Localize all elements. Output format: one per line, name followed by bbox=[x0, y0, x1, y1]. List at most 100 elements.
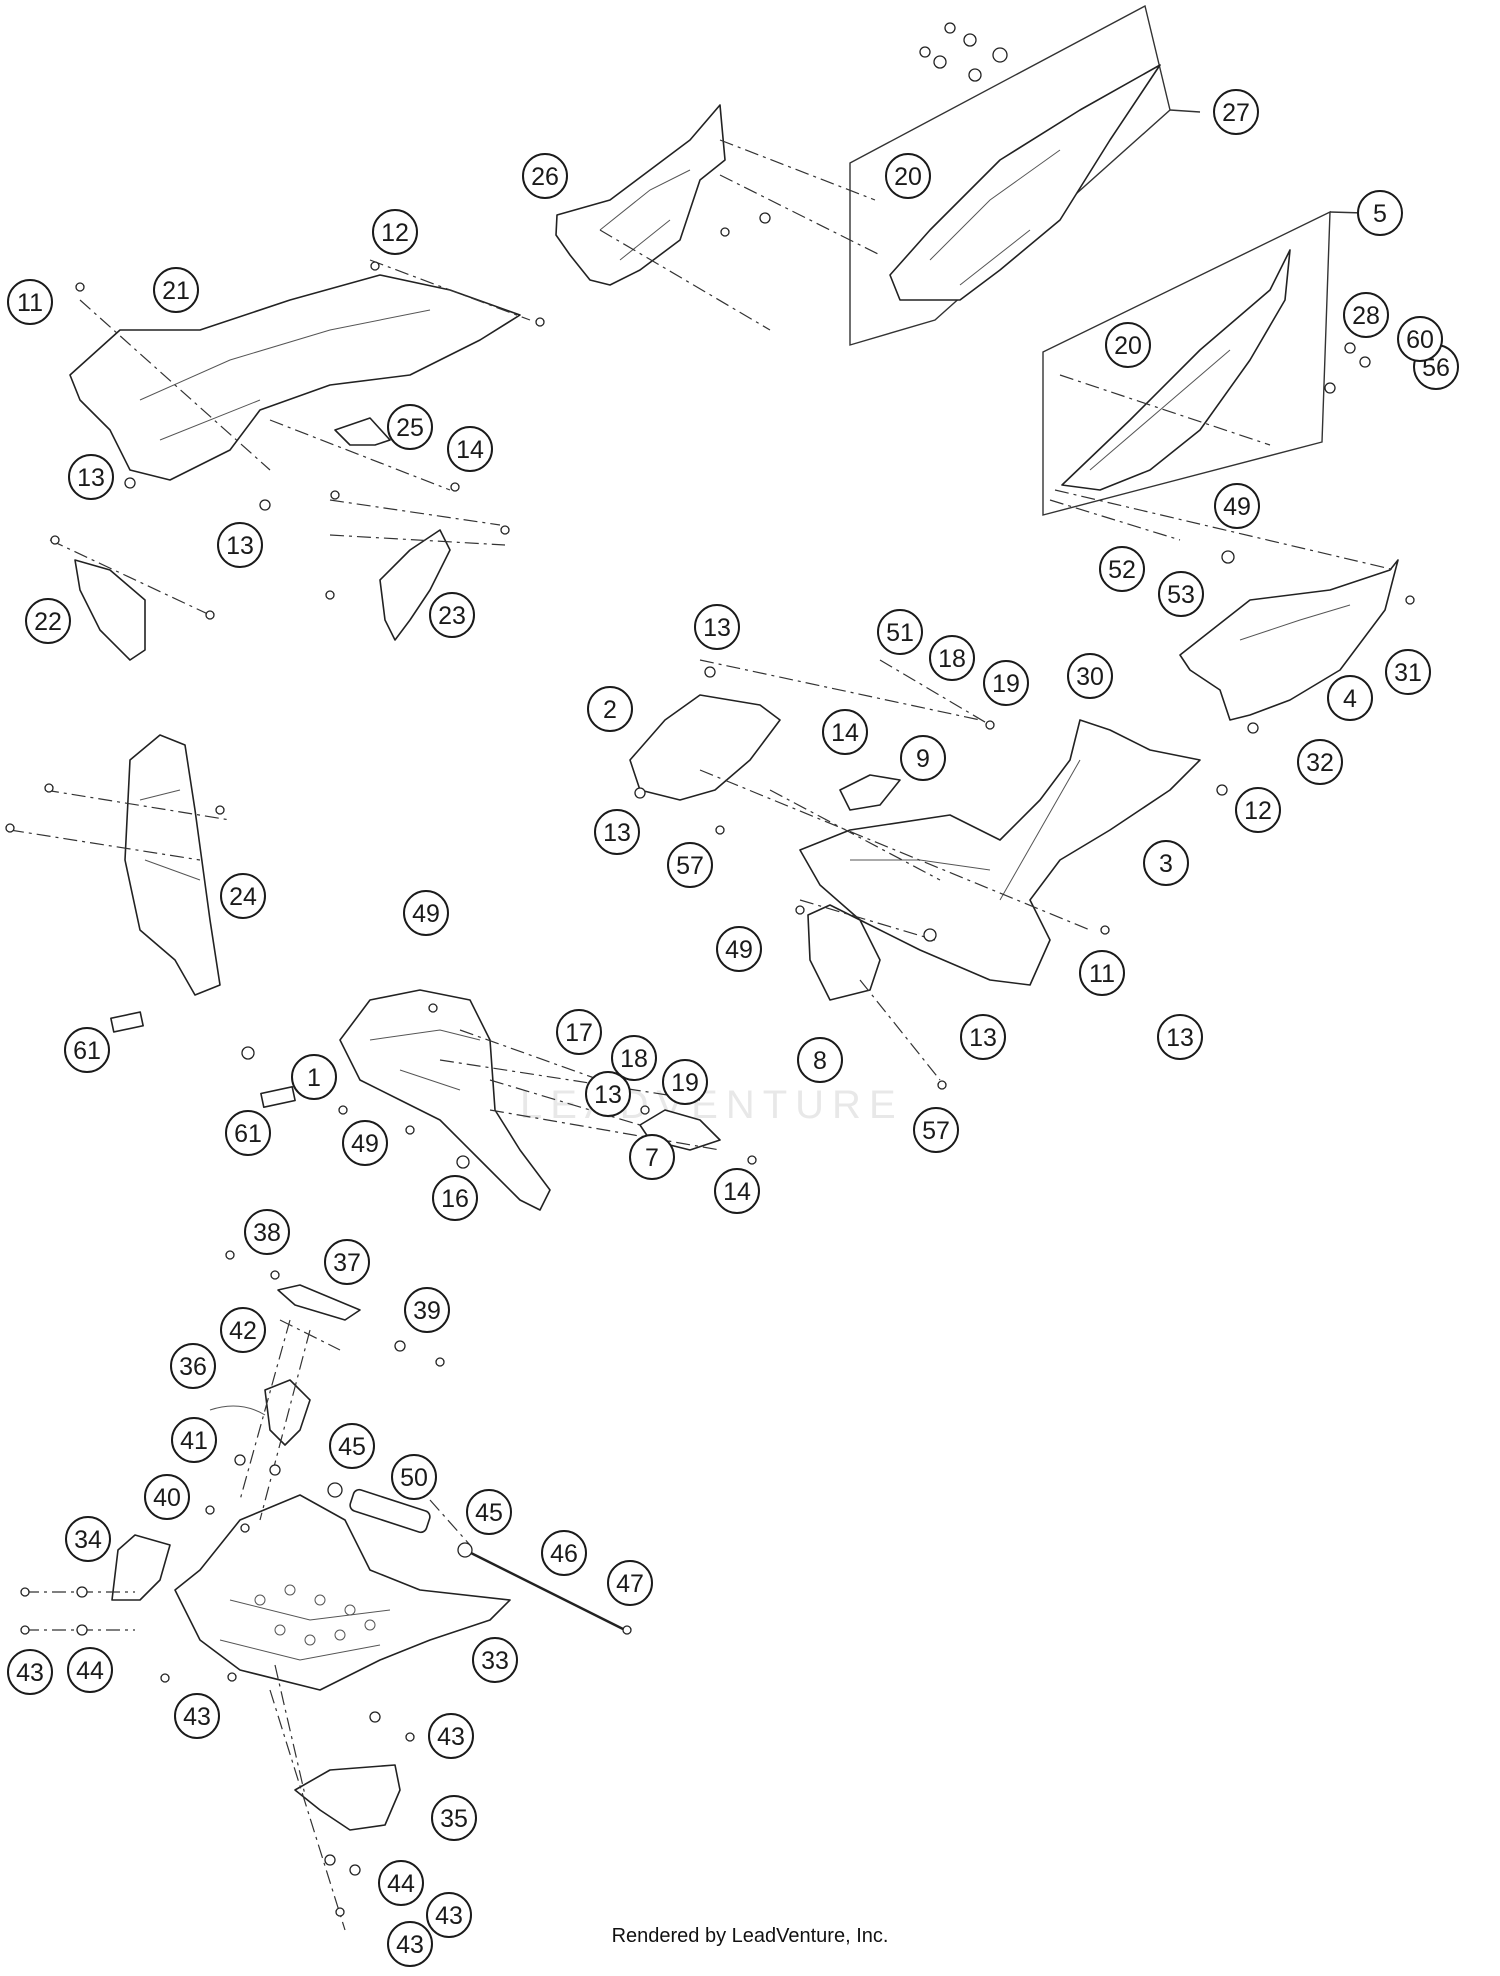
callout-label: 11 bbox=[1089, 960, 1115, 988]
part-35-shape bbox=[294, 1764, 401, 1831]
callout-label: 24 bbox=[229, 883, 257, 911]
callout-circle bbox=[1213, 89, 1259, 135]
callout-label: 12 bbox=[1244, 797, 1272, 825]
callout-circle bbox=[324, 1239, 370, 1285]
callout-label: 9 bbox=[916, 745, 930, 773]
callout-label: 61 bbox=[234, 1120, 262, 1148]
callout-label: 4 bbox=[1343, 685, 1357, 713]
callout-label: 36 bbox=[179, 1353, 207, 1381]
callout-circle bbox=[466, 1489, 512, 1535]
callout-30: 30 bbox=[1067, 653, 1113, 699]
callout-circle bbox=[144, 1474, 190, 1520]
callout-61: 61 bbox=[225, 1110, 271, 1156]
part-1-shape bbox=[339, 989, 551, 1211]
callout-41: 41 bbox=[171, 1417, 217, 1463]
callout-circle bbox=[667, 842, 713, 888]
callout-label: 39 bbox=[413, 1297, 441, 1325]
callout-circle bbox=[960, 1014, 1006, 1060]
callout-44: 44 bbox=[378, 1860, 424, 1906]
callout-label: 34 bbox=[74, 1526, 102, 1554]
callout-label: 14 bbox=[456, 436, 484, 464]
callout-circle bbox=[217, 522, 263, 568]
callout-43: 43 bbox=[174, 1693, 220, 1739]
callout-circle bbox=[472, 1637, 518, 1683]
callout-40: 40 bbox=[144, 1474, 190, 1520]
callout-49: 49 bbox=[1214, 483, 1260, 529]
callout-24: 24 bbox=[220, 873, 266, 919]
callout-circle bbox=[522, 153, 568, 199]
callout-circle bbox=[1079, 950, 1125, 996]
callout-label: 32 bbox=[1306, 749, 1334, 777]
callout-circle bbox=[587, 686, 633, 732]
callout-label: 43 bbox=[435, 1902, 463, 1930]
callout-circle bbox=[594, 809, 640, 855]
callout-circle bbox=[329, 1423, 375, 1469]
callout-circle bbox=[428, 1713, 474, 1759]
callout-label: 23 bbox=[438, 602, 466, 630]
callout-circle bbox=[225, 1110, 271, 1156]
callout-2: 2 bbox=[587, 686, 633, 732]
callout-label: 13 bbox=[594, 1081, 622, 1109]
part-24-shape bbox=[124, 734, 221, 996]
part-50-shape bbox=[349, 1488, 431, 1534]
callout-label: 42 bbox=[229, 1317, 257, 1345]
callout-circle bbox=[174, 1693, 220, 1739]
callout-49: 49 bbox=[403, 890, 449, 936]
callout-label: 5 bbox=[1373, 200, 1387, 228]
part-61-shape-left bbox=[110, 1011, 144, 1033]
callout-circle bbox=[447, 426, 493, 472]
callout-circle bbox=[1343, 292, 1389, 338]
callout-circle bbox=[387, 404, 433, 450]
callout-label: 20 bbox=[894, 163, 922, 191]
callout-circle bbox=[1099, 546, 1145, 592]
callout-circle bbox=[64, 1027, 110, 1073]
callout-label: 43 bbox=[16, 1659, 44, 1687]
callout-circle bbox=[797, 1037, 843, 1083]
callout-label: 30 bbox=[1076, 663, 1104, 691]
callout-circle bbox=[25, 598, 71, 644]
part-33-shape bbox=[174, 1494, 511, 1691]
callout-circle bbox=[983, 660, 1029, 706]
callout-3: 3 bbox=[1143, 840, 1189, 886]
callout-label: 1 bbox=[307, 1064, 321, 1092]
part-27-shape bbox=[889, 64, 1161, 301]
callout-circle bbox=[607, 1560, 653, 1606]
callout-circle bbox=[378, 1860, 424, 1906]
callout-label: 43 bbox=[437, 1723, 465, 1751]
callout-label: 43 bbox=[183, 1703, 211, 1731]
callout-label: 49 bbox=[1223, 493, 1251, 521]
callout-37: 37 bbox=[324, 1239, 370, 1285]
callout-label: 17 bbox=[565, 1019, 593, 1047]
part-23-shape bbox=[379, 529, 451, 641]
callout-17: 17 bbox=[556, 1009, 602, 1055]
callout-label: 12 bbox=[381, 219, 409, 247]
callout-14: 14 bbox=[714, 1168, 760, 1214]
credit-text: Rendered by LeadVenture, Inc. bbox=[611, 1925, 889, 1947]
callout-circle bbox=[929, 635, 975, 681]
callout-label: 49 bbox=[725, 936, 753, 964]
callout-circle bbox=[403, 890, 449, 936]
callout-18: 18 bbox=[929, 635, 975, 681]
callout-label: 53 bbox=[1167, 581, 1195, 609]
watermark-text: LEADVENTURE bbox=[520, 1083, 904, 1127]
callout-46: 46 bbox=[541, 1530, 587, 1576]
callout-label: 46 bbox=[550, 1540, 578, 1568]
callout-circle bbox=[429, 592, 475, 638]
callout-42: 42 bbox=[220, 1307, 266, 1353]
callout-4: 4 bbox=[1327, 675, 1373, 721]
part-46-47-rod bbox=[464, 1548, 626, 1632]
callout-circle bbox=[220, 1307, 266, 1353]
callout-11: 11 bbox=[1079, 950, 1125, 996]
callout-label: 47 bbox=[616, 1570, 644, 1598]
callout-circle bbox=[244, 1209, 290, 1255]
callout-label: 52 bbox=[1108, 556, 1136, 584]
callout-circle bbox=[372, 209, 418, 255]
callout-circle bbox=[1357, 190, 1403, 236]
callout-53: 53 bbox=[1158, 571, 1204, 617]
callout-43: 43 bbox=[7, 1649, 53, 1695]
callout-circle bbox=[1067, 653, 1113, 699]
callout-circle bbox=[1235, 787, 1281, 833]
callout-circle bbox=[822, 709, 868, 755]
callout-circle bbox=[432, 1175, 478, 1221]
callout-52: 52 bbox=[1099, 546, 1145, 592]
